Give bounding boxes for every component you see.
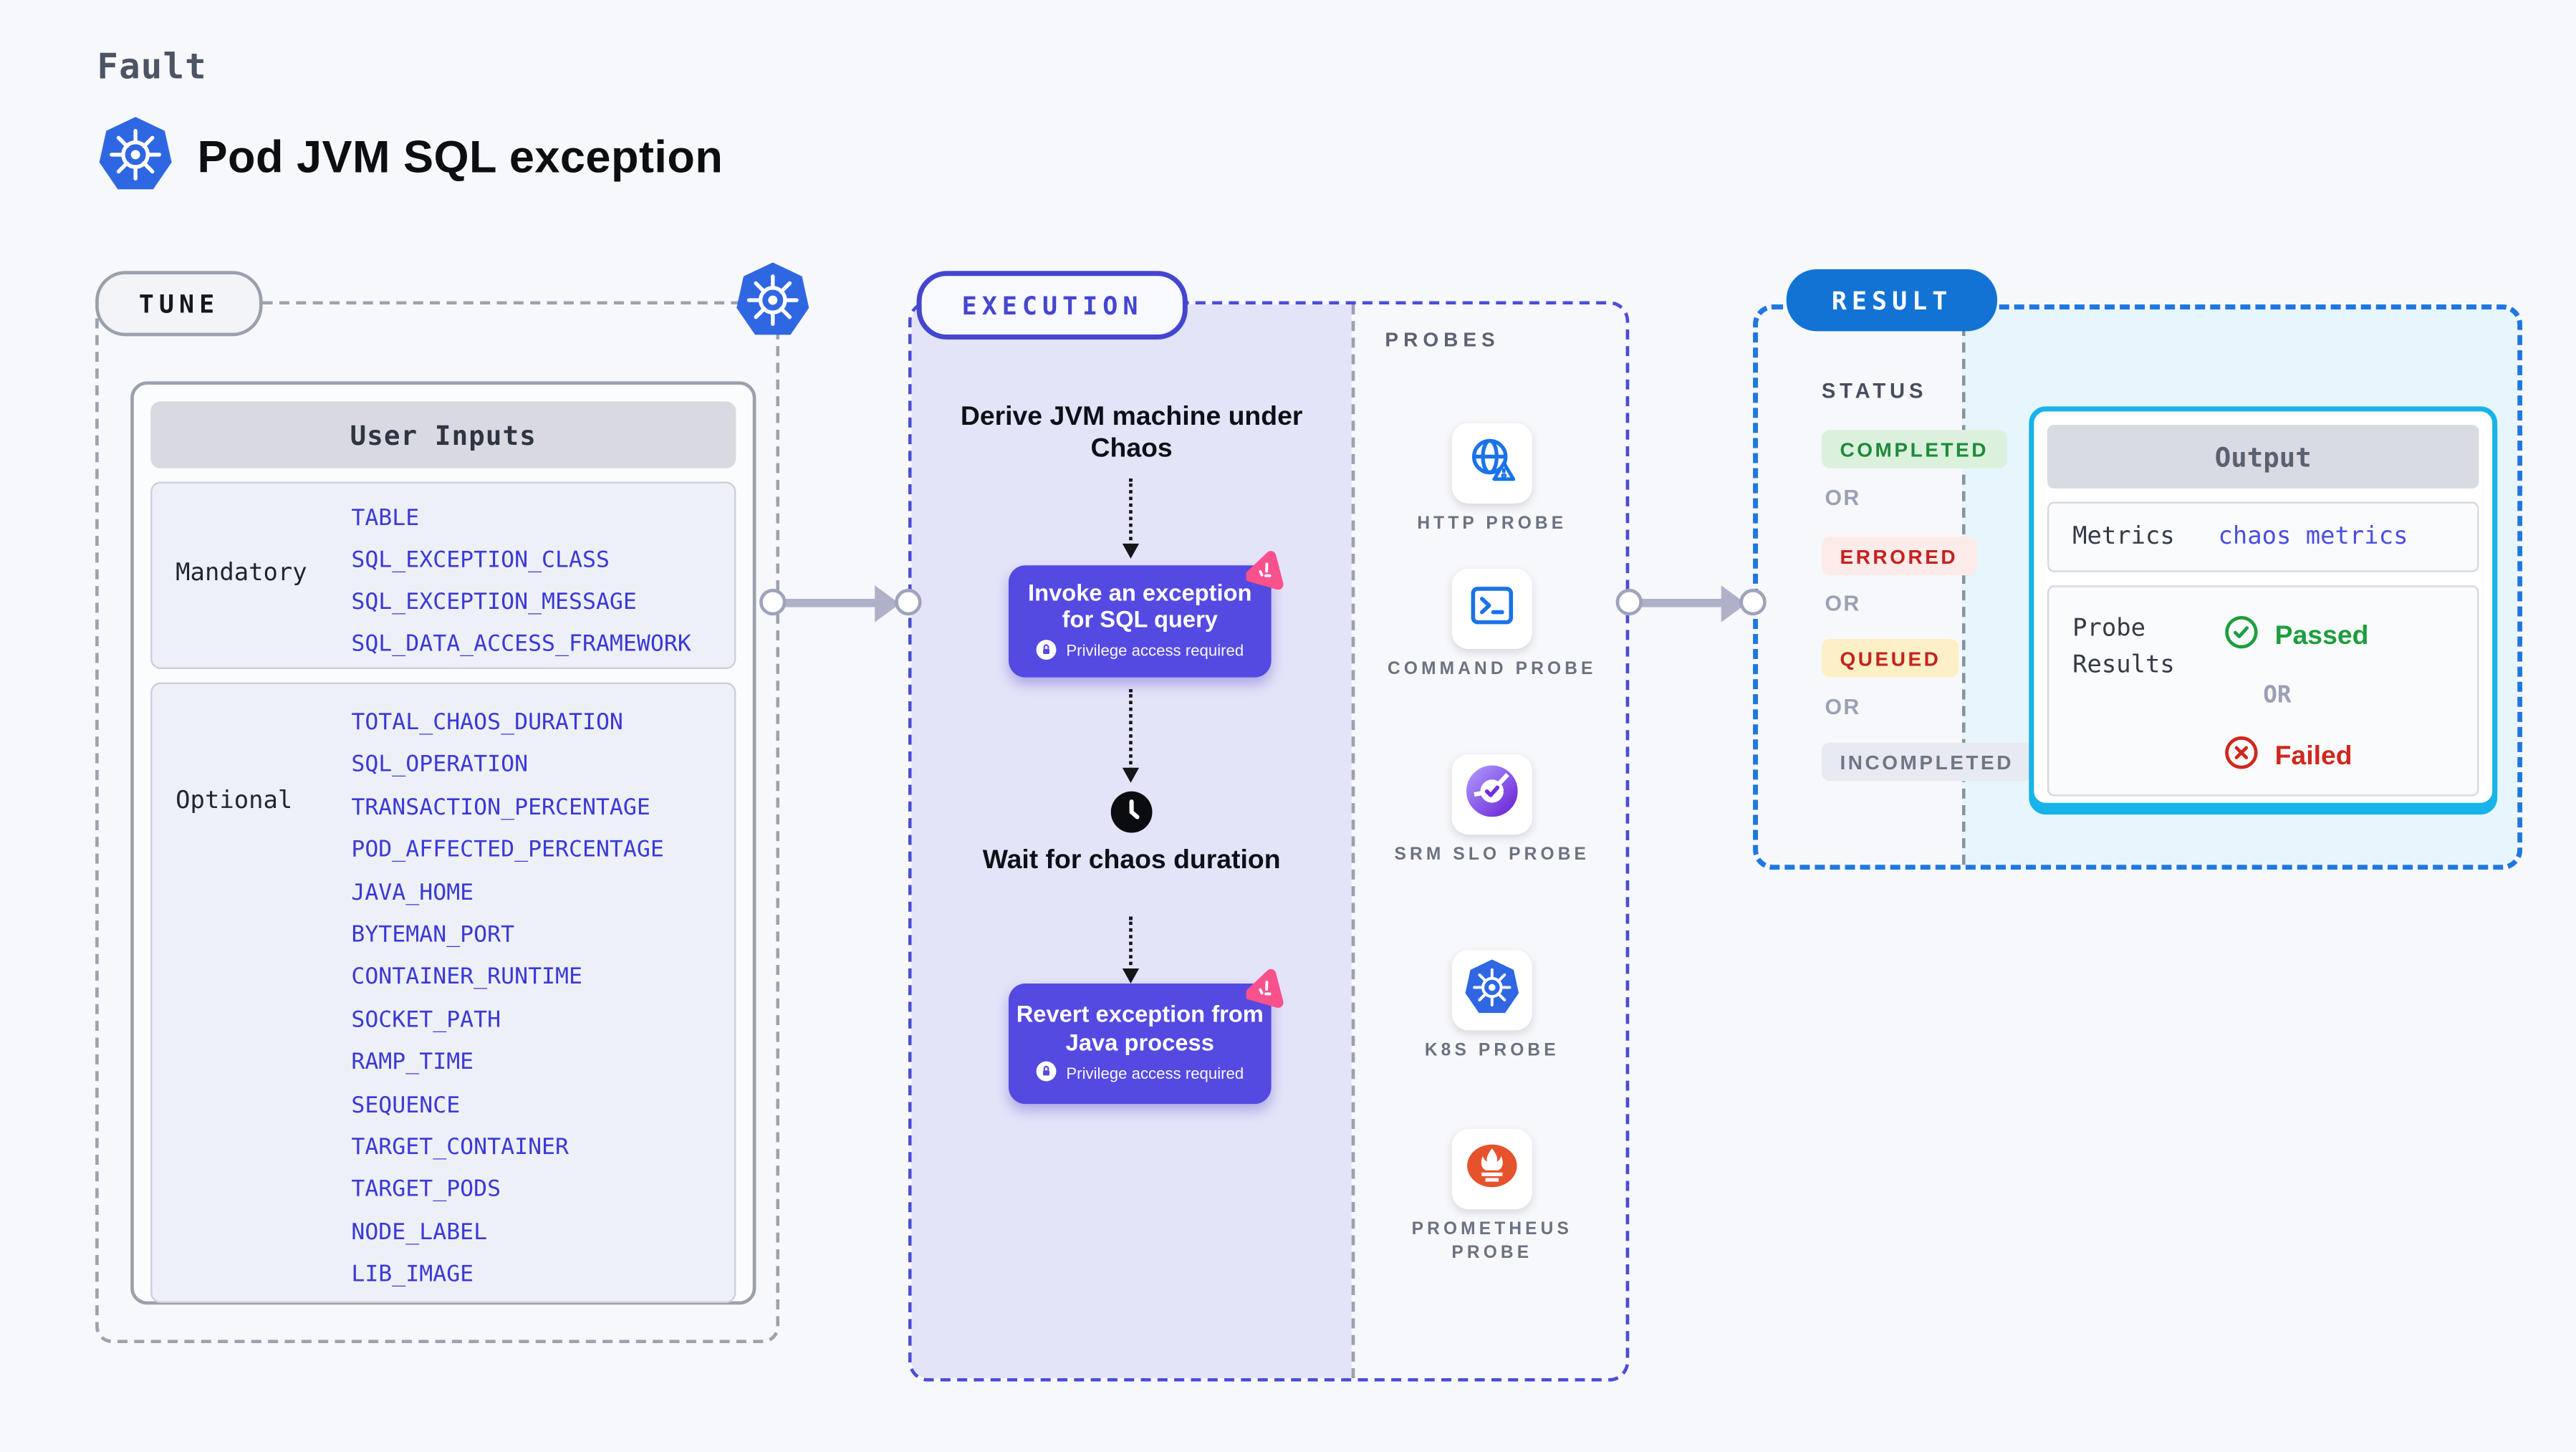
passed-label: Passed xyxy=(2274,621,2369,650)
chaos-icon xyxy=(1244,549,1288,599)
failed-label: Failed xyxy=(2274,741,2352,771)
tune-badge: TUNE xyxy=(95,271,263,337)
input-item: POD_AFFECTED_PERCENTAGE xyxy=(351,837,664,864)
or-label: OR xyxy=(1825,590,1861,616)
input-item: JAVA_HOME xyxy=(351,879,474,906)
result-panel: STATUS COMPLETED OR ERRORED OR QUEUED OR… xyxy=(1753,304,2523,870)
status-badge-queued: QUEUED xyxy=(1821,638,1960,678)
probe-label: K8S PROBE xyxy=(1424,1040,1559,1061)
execution-probes-divider xyxy=(1351,304,1355,1379)
tune-to-execution-arrow xyxy=(782,598,877,607)
page-title-row: Pod JVM SQL exception xyxy=(97,115,723,201)
probe-label: COMMAND PROBE xyxy=(1388,658,1597,680)
derive-step-label: Derive JVM machine under Chaos xyxy=(960,403,1303,463)
input-item: TOTAL_CHAOS_DURATION xyxy=(351,709,623,736)
execution-badge: EXECUTION xyxy=(916,271,1188,340)
invoke-exception-node: Invoke an exception for SQL query Privil… xyxy=(1009,551,1284,678)
input-item: SQL_EXCEPTION_CLASS xyxy=(351,547,610,574)
input-item: LIB_IMAGE xyxy=(351,1261,474,1289)
metrics-row: Metrics chaos metrics xyxy=(2047,501,2479,572)
prometheus-icon xyxy=(1464,1137,1520,1202)
input-item: TRANSACTION_PERCENTAGE xyxy=(351,794,650,822)
status-heading: STATUS xyxy=(1821,380,1928,403)
chaos-icon xyxy=(1244,967,1288,1017)
result-badge: RESULT xyxy=(1786,269,1998,332)
user-inputs-title: User Inputs xyxy=(150,401,736,468)
kubernetes-icon xyxy=(734,261,811,346)
probe-label: SRM SLO PROBE xyxy=(1394,845,1590,865)
slo-gauge-icon xyxy=(1465,764,1519,825)
connector-dot xyxy=(759,588,787,616)
probes-heading: PROBES xyxy=(1385,327,1500,352)
output-title: Output xyxy=(2047,425,2479,489)
mandatory-label: Mandatory xyxy=(176,560,307,587)
connector-dot xyxy=(895,588,922,616)
optional-label: Optional xyxy=(176,787,293,815)
revert-exception-node: Revert exception from Java process Privi… xyxy=(1009,968,1284,1105)
prometheus-probe-card xyxy=(1451,1129,1532,1210)
globe-alert-icon xyxy=(1465,433,1519,494)
input-item: SEQUENCE xyxy=(351,1091,461,1119)
terminal-icon xyxy=(1465,578,1519,640)
input-item: RAMP_TIME xyxy=(351,1049,474,1076)
user-inputs-card: User Inputs Mandatory TABLE SQL_EXCEPTIO… xyxy=(130,381,756,1305)
connector-dot xyxy=(1615,588,1643,616)
tune-panel xyxy=(95,301,780,1344)
metrics-value: chaos metrics xyxy=(2218,523,2408,551)
http-probe-card xyxy=(1451,423,1532,504)
status-badge-errored: ERRORED xyxy=(1821,537,1976,576)
input-item: SQL_DATA_ACCESS_FRAMEWORK xyxy=(351,630,691,658)
flow-arrow-down xyxy=(1122,689,1139,783)
input-item: TABLE xyxy=(351,505,420,532)
probe-results-label: Probe Results xyxy=(2072,615,2175,680)
input-item: NODE_LABEL xyxy=(351,1218,488,1246)
probe-results-row: Probe Results Passed OR xyxy=(2047,585,2479,797)
probe-label: HTTP PROBE xyxy=(1417,513,1567,534)
x-circle-icon xyxy=(2223,734,2259,779)
input-item: CONTAINER_RUNTIME xyxy=(351,963,582,991)
privilege-note: Privilege access required xyxy=(1066,1064,1244,1083)
clock-icon xyxy=(1108,789,1153,843)
wait-step-label: Wait for chaos duration xyxy=(982,846,1281,875)
metrics-label: Metrics xyxy=(2072,523,2175,551)
fault-kicker: Fault xyxy=(97,47,207,87)
mandatory-row: Mandatory TABLE SQL_EXCEPTION_CLASS SQL_… xyxy=(150,481,736,669)
privilege-note: Privilege access required xyxy=(1066,642,1244,661)
node-title: Invoke an exception for SQL query xyxy=(1028,577,1252,633)
execution-panel: Derive JVM machine under Chaos Invoke an… xyxy=(908,301,1630,1382)
srm-slo-probe-card xyxy=(1451,754,1532,835)
optional-row: Optional TOTAL_CHAOS_DURATION SQL_OPERAT… xyxy=(150,682,736,1303)
connector-dot xyxy=(1739,588,1767,616)
lock-icon xyxy=(1036,1060,1057,1087)
status-badge-incompleted: INCOMPLETED xyxy=(1821,742,2032,782)
or-label: OR xyxy=(2263,682,2292,710)
k8s-probe-card xyxy=(1451,950,1532,1031)
probe-label: PROMETHEUS PROBE xyxy=(1411,1219,1573,1263)
execution-to-result-arrow xyxy=(1639,598,1724,607)
or-label: OR xyxy=(1825,485,1861,511)
input-item: TARGET_CONTAINER xyxy=(351,1134,569,1161)
input-item: TARGET_PODS xyxy=(351,1176,501,1203)
status-badge-completed: COMPLETED xyxy=(1821,430,2007,468)
check-circle-icon xyxy=(2223,614,2259,659)
node-title: Revert exception from Java process xyxy=(1016,1000,1264,1055)
kubernetes-icon xyxy=(1464,958,1520,1023)
command-probe-card xyxy=(1451,568,1532,649)
or-label: OR xyxy=(1825,694,1861,720)
input-item: BYTEMAN_PORT xyxy=(351,921,515,949)
page-title: Pod JVM SQL exception xyxy=(197,132,724,183)
input-item: SQL_OPERATION xyxy=(351,751,529,779)
flow-arrow-down xyxy=(1122,916,1139,984)
kubernetes-icon xyxy=(97,115,173,201)
input-item: SQL_EXCEPTION_MESSAGE xyxy=(351,588,637,616)
flow-arrow-down xyxy=(1122,478,1139,559)
input-item: SOCKET_PATH xyxy=(351,1006,501,1034)
lock-icon xyxy=(1036,638,1057,665)
output-card: Output Metrics chaos metrics Probe Resul… xyxy=(2029,406,2498,808)
